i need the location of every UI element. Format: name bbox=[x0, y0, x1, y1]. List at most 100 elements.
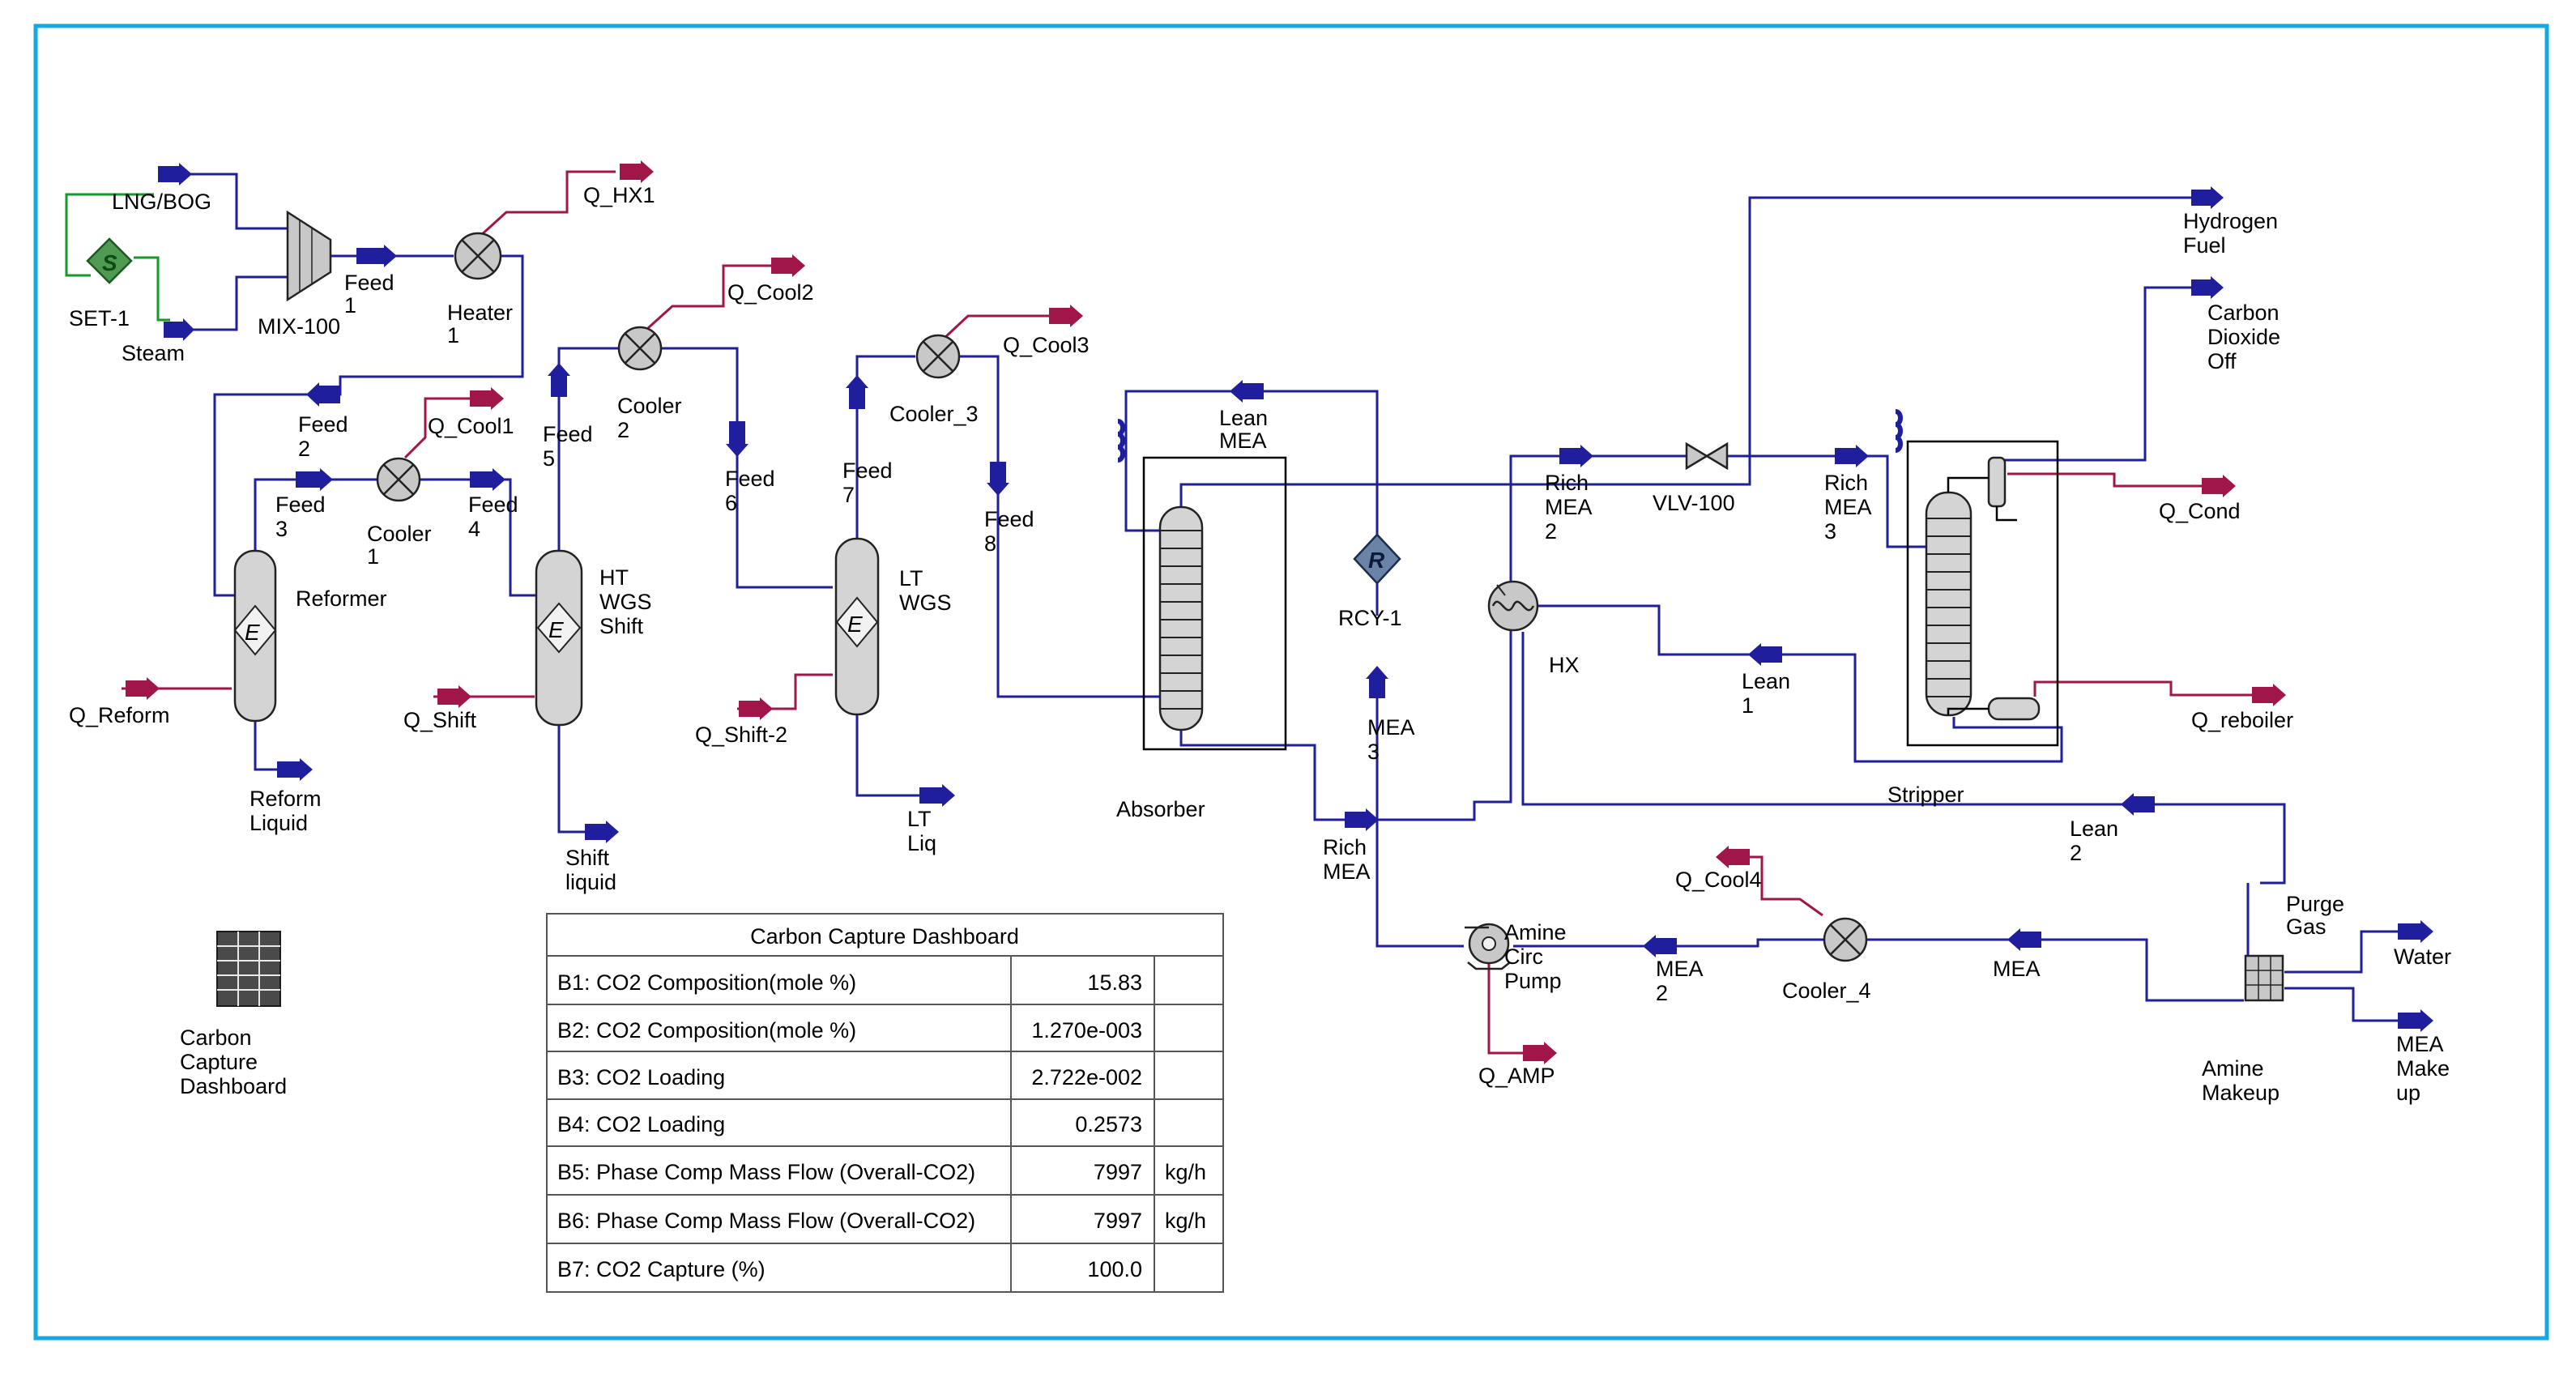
arrow-reform-liquid bbox=[277, 758, 313, 781]
stream-co2-off[interactable] bbox=[1994, 286, 2210, 462]
reformer-vessel[interactable]: E bbox=[233, 549, 277, 723]
stream-feed-6[interactable] bbox=[660, 347, 833, 589]
arrow-feed-4 bbox=[470, 468, 505, 491]
valve-vlv-100[interactable] bbox=[1685, 441, 1729, 471]
arrow-feed-3 bbox=[296, 468, 333, 491]
energy-q-amp[interactable] bbox=[1487, 960, 1527, 1055]
stream-lean-2[interactable] bbox=[1521, 632, 2286, 885]
mixer-mix-100[interactable] bbox=[286, 210, 332, 302]
set-1-unit[interactable]: S bbox=[86, 237, 133, 284]
stream-water[interactable] bbox=[2284, 930, 2402, 974]
stream-feed-4[interactable] bbox=[418, 478, 536, 597]
set-1-letter: S bbox=[102, 250, 117, 275]
dashboard-row-7-label: B7: CO2 Capture (%) bbox=[557, 1257, 766, 1281]
recycle-rcy-1[interactable]: R bbox=[1353, 533, 1401, 585]
diagram-frame bbox=[33, 23, 2549, 1341]
stream-rich-mea-to-hx[interactable] bbox=[1377, 630, 1512, 821]
stream-shift-liquid[interactable] bbox=[557, 725, 614, 834]
amine-makeup-mixer[interactable] bbox=[2244, 954, 2284, 1002]
lt-wgs-vessel[interactable]: E bbox=[834, 537, 880, 716]
heat-exchanger-hx[interactable] bbox=[1487, 580, 1539, 632]
arrow-lt-liq bbox=[919, 784, 955, 807]
stream-mea-3[interactable] bbox=[1375, 598, 1464, 948]
stripper-column[interactable] bbox=[1895, 409, 2059, 747]
stream-rich-mea-2[interactable] bbox=[1509, 454, 1687, 582]
arrow-lng-bog bbox=[158, 163, 192, 185]
amine-circ-pump[interactable] bbox=[1465, 923, 1511, 970]
cooler-4[interactable] bbox=[1823, 917, 1868, 962]
stream-lng-bog[interactable] bbox=[158, 173, 288, 230]
stream-mea[interactable] bbox=[1865, 938, 2244, 1002]
cooler-1[interactable] bbox=[376, 457, 421, 502]
arrow-q-hx1 bbox=[620, 160, 654, 183]
rcy-1-letter: R bbox=[1368, 548, 1385, 573]
cooler-3[interactable] bbox=[915, 334, 961, 379]
stream-mea-2[interactable] bbox=[1513, 938, 1825, 948]
stream-lean-1[interactable] bbox=[1535, 604, 2063, 763]
stream-purge-gas[interactable] bbox=[2246, 883, 2275, 968]
cooler-2[interactable] bbox=[617, 326, 663, 371]
energy-q-cond[interactable] bbox=[2007, 472, 2207, 488]
stream-rich-mea[interactable] bbox=[1179, 729, 1375, 821]
arrow-lean-2 bbox=[2121, 793, 2155, 816]
label-set-1: SET-1 bbox=[69, 306, 130, 330]
arrow-rich-mea-3 bbox=[1835, 445, 1869, 467]
arrow-mea bbox=[2007, 928, 2041, 951]
energy-q-reboiler[interactable] bbox=[2033, 680, 2268, 697]
dashboard-spreadsheet-icon[interactable] bbox=[216, 931, 281, 1007]
label-absorber: Absorber bbox=[1116, 797, 1205, 821]
dashboard-row-6-value: 7997 bbox=[1094, 1209, 1142, 1233]
energy-q-cool2[interactable] bbox=[646, 264, 778, 330]
label-q-reboiler: Q_reboiler bbox=[2191, 708, 2293, 732]
stream-lean-mea[interactable] bbox=[1124, 390, 1379, 616]
arrow-q-reboiler bbox=[2252, 684, 2286, 706]
arrow-mea-3 bbox=[1366, 666, 1388, 698]
stream-mea-makeup[interactable] bbox=[2284, 987, 2402, 1022]
arrow-q-reform bbox=[126, 677, 160, 700]
arrow-lean-mea bbox=[1230, 380, 1264, 403]
absorber-column[interactable] bbox=[1117, 419, 1287, 751]
label-q-shift: Q_Shift bbox=[403, 708, 477, 732]
label-q-cond: Q_Cond bbox=[2159, 499, 2241, 523]
stream-feed-8[interactable] bbox=[958, 355, 1160, 698]
arrow-q-cool1 bbox=[470, 387, 504, 410]
stream-feed-3[interactable] bbox=[254, 478, 379, 551]
arrow-feed-7 bbox=[846, 375, 868, 409]
stream-absorber-overhead[interactable] bbox=[1179, 196, 2210, 509]
energy-q-cool1[interactable] bbox=[403, 397, 470, 459]
label-q-cool1: Q_Cool1 bbox=[428, 414, 514, 438]
stream-lt-liq[interactable] bbox=[855, 714, 948, 797]
label-q-hx1: Q_HX1 bbox=[583, 183, 655, 207]
label-water: Water bbox=[2394, 944, 2451, 969]
arrow-feed-8 bbox=[987, 462, 1009, 496]
material-arrows bbox=[158, 163, 2433, 1032]
label-hx: HX bbox=[1549, 653, 1580, 677]
heater-1[interactable] bbox=[454, 232, 502, 280]
stream-feed-5[interactable] bbox=[557, 347, 620, 551]
ht-wgs-shift-vessel[interactable]: E bbox=[535, 549, 583, 727]
dashboard-row-3-label: B3: CO2 Loading bbox=[557, 1065, 725, 1089]
reformer-letter: E bbox=[245, 620, 260, 645]
energy-q-cool3[interactable] bbox=[942, 314, 1053, 340]
spreadsheet-link bbox=[65, 193, 154, 277]
arrow-q-shift bbox=[437, 685, 471, 708]
stream-steam[interactable] bbox=[170, 275, 288, 331]
arrow-q-cool3 bbox=[1049, 305, 1083, 327]
energy-q-hx1[interactable] bbox=[478, 170, 616, 238]
stream-feed-7[interactable] bbox=[855, 355, 915, 539]
